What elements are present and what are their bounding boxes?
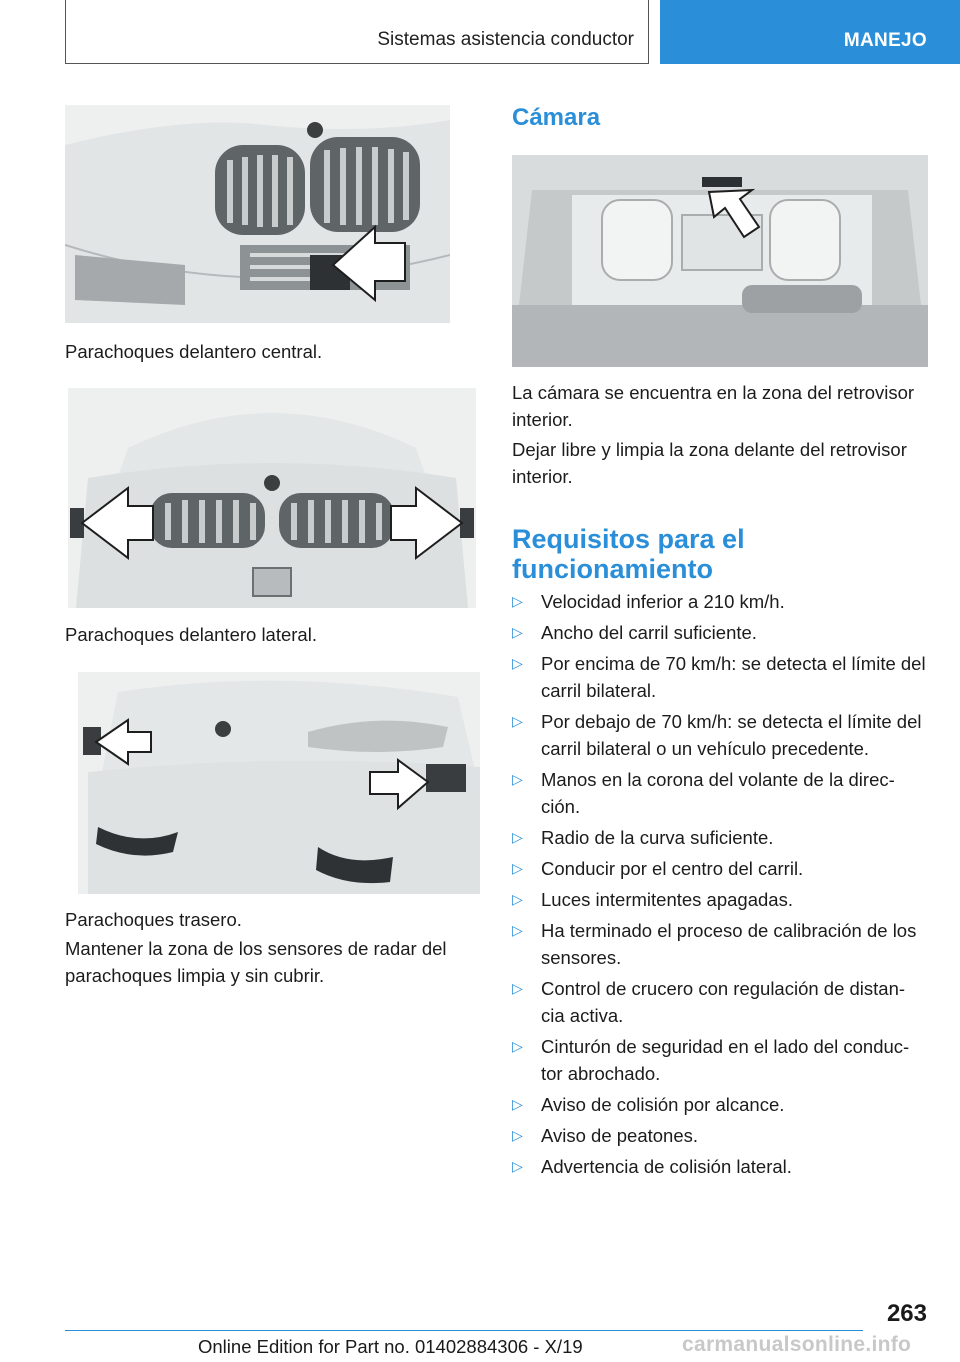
footer-divider [65, 1330, 863, 1331]
list-item: ▷Velocidad inferior a 210 km/h. [512, 588, 932, 615]
list-item: ▷Cinturón de seguridad en el lado del co… [512, 1033, 932, 1087]
requirements-list: ▷Velocidad inferior a 210 km/h. ▷Ancho d… [512, 588, 932, 1184]
triangle-bullet-icon: ▷ [512, 1127, 523, 1143]
car-front-center-illustration [65, 105, 450, 323]
page-number: 263 [886, 1300, 927, 1327]
triangle-bullet-icon: ▷ [512, 1096, 523, 1112]
list-item: ▷Aviso de peatones. [512, 1122, 932, 1149]
triangle-bullet-icon: ▷ [512, 713, 523, 729]
section-heading-camera: Cámara [512, 104, 601, 131]
list-item: ▷Luces intermitentes apagadas. [512, 886, 932, 913]
triangle-bullet-icon: ▷ [512, 980, 523, 996]
caption-rear-bumper: Parachoques trasero. [65, 909, 242, 930]
figure-front-bumper-central [65, 105, 450, 323]
triangle-bullet-icon: ▷ [512, 922, 523, 938]
list-item: ▷Por encima de 70 km/h: se detecta el lí… [512, 650, 932, 704]
camera-clean-text: Dejar libre y limpia la zona delante del… [512, 439, 907, 487]
watermark: carmanualsonline.info [682, 1333, 912, 1356]
list-item: ▷Advertencia de colisión lateral. [512, 1153, 932, 1180]
triangle-bullet-icon: ▷ [512, 1038, 523, 1054]
triangle-bullet-icon: ▷ [512, 891, 523, 907]
triangle-bullet-icon: ▷ [512, 860, 523, 876]
car-rear-illustration [78, 672, 480, 894]
list-item: ▷Por debajo de 70 km/h: se detecta el lí… [512, 708, 932, 762]
list-item: ▷Ancho del carril suficiente. [512, 619, 932, 646]
camera-location-text: La cámara se encuentra en la zona del re… [512, 382, 915, 430]
section-heading-requirements: Requisitos para el funcionamiento [512, 524, 745, 584]
triangle-bullet-icon: ▷ [512, 1158, 523, 1174]
rear-sensor-note: Mantener la zona de los sensores de rada… [65, 938, 447, 986]
header-section-title: Sistemas asistencia conductor [65, 0, 649, 64]
list-item: ▷Control de crucero con regulación de di… [512, 975, 932, 1029]
list-item: ▷Radio de la curva suficiente. [512, 824, 932, 851]
car-front-lateral-illustration [68, 388, 476, 608]
chapter-tab: MANEJO [660, 0, 960, 64]
list-item: ▷Conducir por el centro del carril. [512, 855, 932, 882]
figure-camera-location [512, 155, 928, 367]
triangle-bullet-icon: ▷ [512, 624, 523, 640]
list-item: ▷Ha terminado el proceso de calibración … [512, 917, 932, 971]
caption-front-bumper-lateral: Parachoques delantero lateral. [65, 624, 317, 645]
figure-front-bumper-lateral [68, 388, 476, 608]
list-item: ▷Aviso de colisión por alcance. [512, 1091, 932, 1118]
chapter-label: MANEJO [843, 30, 927, 51]
car-interior-illustration [512, 155, 928, 367]
caption-front-bumper-central: Parachoques delantero central. [65, 341, 323, 362]
triangle-bullet-icon: ▷ [512, 593, 523, 609]
triangle-bullet-icon: ▷ [512, 655, 523, 671]
figure-rear-bumper [78, 672, 480, 894]
section-title: Sistemas asistencia conductor [377, 29, 634, 50]
footer-edition: Online Edition for Part no. 01402884306 … [198, 1336, 583, 1357]
triangle-bullet-icon: ▷ [512, 829, 523, 845]
list-item: ▷Manos en la corona del volante de la di… [512, 766, 932, 820]
triangle-bullet-icon: ▷ [512, 771, 523, 787]
